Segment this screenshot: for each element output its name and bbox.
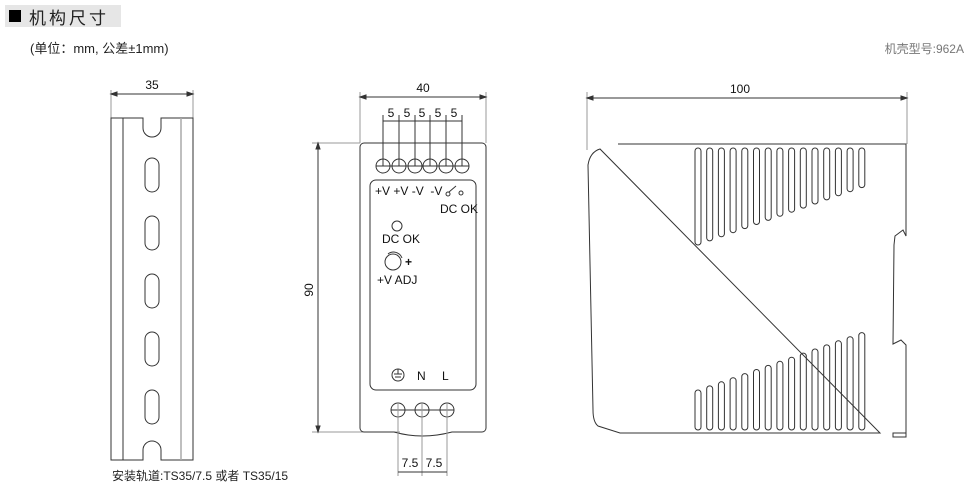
cooling-fin	[753, 147, 760, 225]
dim-pitch: 5	[404, 106, 411, 120]
dim-pitch: 5	[419, 106, 426, 120]
adj-plus-label: +	[405, 255, 412, 269]
rail-note: 安装轨道:TS35/7.5 或者 TS35/15	[112, 469, 289, 483]
input-terminals	[390, 402, 455, 476]
cooling-fin	[776, 360, 784, 431]
output-labels: +V +V -V -V	[375, 184, 442, 198]
dim-pitch: 5	[451, 106, 458, 120]
din-rail-view: 35	[109, 78, 195, 461]
cooling-fin	[823, 344, 831, 431]
dc-ok-led-label: DC OK	[382, 232, 420, 246]
cooling-fin	[729, 377, 737, 431]
dim-input-pitch: 7.5	[402, 456, 419, 470]
dim-pitch: 5	[435, 106, 442, 120]
v-adj-potentiometer-icon	[384, 253, 402, 271]
cooling-fin	[694, 389, 702, 431]
cooling-fin	[741, 147, 749, 230]
dim-rail-width: 35	[145, 78, 159, 92]
n-label: N	[417, 369, 426, 383]
cooling-fin	[694, 147, 702, 246]
cooling-fin	[834, 147, 842, 197]
dim-depth: 100	[730, 82, 750, 96]
cooling-fin	[717, 147, 725, 238]
cooling-fin	[706, 385, 714, 431]
section-title: 机构尺寸	[29, 8, 109, 28]
side-view: 100	[585, 82, 909, 438]
dim-pitch: 5	[388, 106, 395, 120]
cooling-fin	[811, 147, 819, 205]
cooling-fin	[788, 147, 796, 213]
unit-note: (单位：mm, 公差±1mm)	[30, 41, 169, 56]
cooling-fin	[799, 147, 807, 209]
cooling-fin	[823, 147, 831, 201]
v-adj-label: +V ADJ	[377, 273, 417, 287]
dc-ok-led-icon	[391, 220, 403, 232]
dim-input-pitch: 7.5	[426, 456, 443, 470]
cooling-fin	[741, 373, 749, 431]
square-bullet-icon	[9, 10, 21, 22]
cooling-fin	[764, 364, 772, 431]
cooling-fin	[729, 147, 737, 234]
cooling-fin	[799, 352, 807, 431]
cooling-fin	[776, 147, 784, 217]
dim-front-width: 40	[416, 81, 430, 95]
cooling-fin	[753, 369, 760, 431]
dim-height: 90	[302, 283, 316, 297]
cooling-fin	[717, 381, 725, 431]
cooling-fin	[834, 340, 842, 431]
dc-ok-relay-label: DC OK	[440, 202, 478, 216]
case-model: 机壳型号:962A	[884, 42, 964, 56]
section-header: 机构尺寸	[5, 5, 121, 28]
cooling-fin	[764, 147, 772, 221]
cooling-fin	[846, 147, 854, 193]
cooling-fin	[858, 332, 866, 431]
cooling-fin	[788, 356, 796, 431]
front-view: 40 5 5 5 5 5 90 +V +V -V -V DC OK DC OK	[302, 81, 488, 476]
ground-icon	[391, 368, 405, 382]
cooling-fin	[811, 348, 819, 431]
output-terminals	[375, 158, 470, 174]
cooling-fin	[706, 147, 714, 242]
cooling-fin	[858, 147, 866, 189]
cooling-fin	[846, 336, 854, 431]
l-label: L	[442, 369, 449, 383]
